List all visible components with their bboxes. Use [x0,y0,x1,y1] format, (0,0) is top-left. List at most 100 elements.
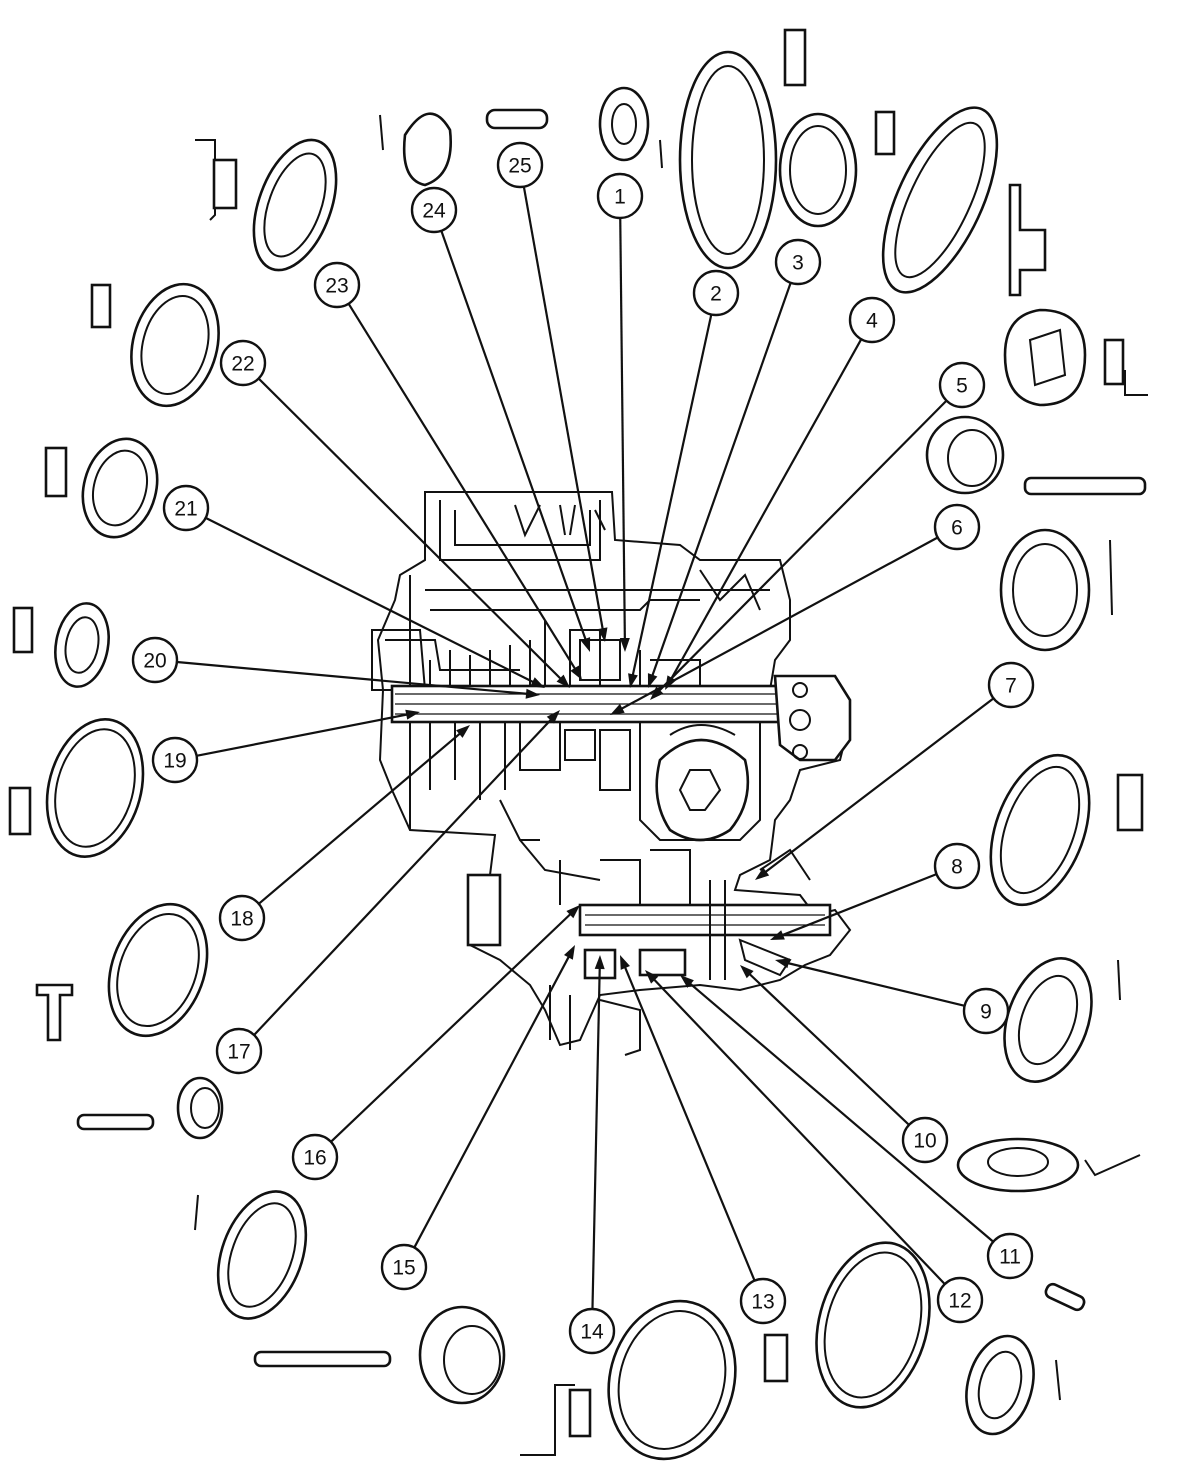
callout-circle [496,141,544,189]
callout-5: 5 [938,361,986,409]
callout-21: 21 [162,484,210,532]
snap-ring-part [107,902,209,1038]
t-bracket-part [35,983,74,1042]
flange-race-part [881,106,999,294]
callout-10: 10 [901,1116,949,1164]
leader-line-21 [205,516,539,686]
race-part [45,718,145,858]
bearing-clip-part [874,110,896,156]
needle-bearing-part [176,1076,224,1140]
callout-number: 23 [325,275,348,298]
callout-number: 18 [230,908,253,931]
callout-7: 7 [987,661,1035,709]
leader-line-22 [257,377,566,684]
leader-arrowhead-6 [610,703,625,715]
leader-line-3 [649,282,792,681]
leader-arrowhead-23 [570,665,582,680]
leader-line-6 [616,536,939,713]
exploded-parts [8,28,1148,1461]
callout-circle [938,361,986,409]
bearing-clip-part [783,28,807,87]
leader-arrowhead-7 [755,867,770,880]
leader-arrowhead-24 [580,637,591,652]
callout-12: 12 [936,1276,984,1324]
callout-24: 24 [410,186,458,234]
bearing-clip-part [44,446,68,498]
leader-line-23 [347,303,579,674]
race-part [216,1190,308,1320]
callout-11: 11 [986,1232,1034,1280]
callout-number: 24 [422,200,446,223]
leader-arrowhead-22 [556,674,570,688]
callout-number: 9 [980,1001,992,1024]
callout-circle [215,1027,263,1075]
leader-arrowhead-20 [525,688,540,699]
bearing-clip-part [76,1113,155,1131]
leader-arrowhead-12 [645,970,659,984]
leader-line-25 [522,186,605,635]
leader-line-19 [196,712,413,757]
callout-number: 10 [913,1130,936,1153]
callout-circle [162,484,210,532]
race-part [252,138,338,272]
washer-part [965,1334,1035,1436]
leader-line-13 [622,961,756,1282]
callout-circle [151,736,199,784]
callout-circle [218,894,266,942]
leader-line-20 [176,660,533,696]
washer-part [402,112,452,187]
leader-arrowhead-9 [775,958,790,969]
callout-number: 20 [143,650,166,673]
callout-number: 13 [751,1291,774,1314]
callout-2: 2 [692,269,740,317]
bearing-clip-part [1116,773,1144,832]
callout-circle [291,1133,339,1181]
callout-circle [692,269,740,317]
leader-arrowhead-18 [456,725,470,738]
callout-number: 2 [710,283,722,306]
bearing-clip-part [253,1350,392,1368]
callout-number: 1 [614,186,626,209]
callout-13: 13 [739,1277,787,1325]
callout-circle [739,1277,787,1325]
pin-part [1044,1282,1086,1312]
needle-bearing-part [418,1305,506,1405]
callout-number: 6 [951,517,963,540]
leader-line-8 [777,873,937,939]
callout-number: 12 [948,1290,971,1313]
callout-number: 21 [174,498,197,521]
race-part [607,1299,737,1461]
leader-line-15 [413,951,573,1249]
leader-line-24 [440,230,589,645]
leader-line-4 [667,338,863,684]
washer-part [81,437,159,539]
callout-labels: 1234567891011121314151617181920212223242… [131,141,1035,1355]
bearing-clip-part [212,158,238,210]
leader-arrowhead-1 [619,637,630,652]
callout-number: 15 [392,1257,415,1280]
leader-arrowhead-10 [740,965,754,979]
callout-number: 25 [508,155,531,178]
callout-6: 6 [933,503,981,551]
callout-number: 7 [1005,675,1017,698]
callout-circle [933,503,981,551]
callout-circle [380,1243,428,1291]
callout-circle [596,172,644,220]
callout-9: 9 [962,987,1010,1035]
t-bracket-part [1008,183,1047,297]
callout-number: 19 [163,750,186,773]
leader-line-1 [619,217,627,645]
callout-number: 17 [227,1041,250,1064]
pin-part [485,108,549,130]
leader-line-18 [258,729,465,905]
race-part [778,112,858,228]
bearing-clip-part [12,606,34,654]
leader-arrowhead-11 [680,975,694,988]
callout-circle [986,1232,1034,1280]
leader-arrowhead-3 [647,673,658,688]
callout-14: 14 [568,1307,616,1355]
seal-part [956,1137,1080,1193]
bearing-clip-part [1103,338,1125,386]
callout-number: 16 [303,1147,326,1170]
callout-number: 4 [866,310,878,333]
